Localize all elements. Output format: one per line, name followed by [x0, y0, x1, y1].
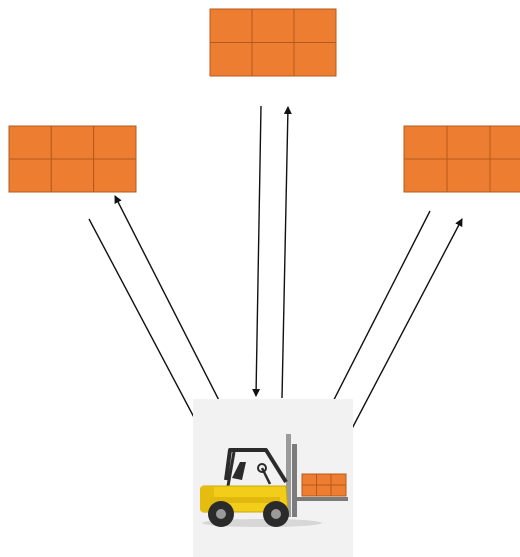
route-right-return-arrow [345, 218, 463, 441]
route-left-return-arrow [114, 195, 230, 421]
pallet-box-cell [293, 42, 337, 77]
carried-pallet [301, 473, 347, 497]
route-top-outbound-arrow [252, 105, 262, 397]
pallet-box-cell [8, 158, 52, 193]
route-left-outbound-arrow [88, 218, 207, 441]
pallet-box-cell [489, 125, 520, 160]
pallet-box-cell [446, 125, 491, 160]
pallet-box-cell [403, 125, 448, 160]
pallet-box-cell [93, 158, 137, 193]
route-left [88, 195, 230, 441]
pallet-box-cell [489, 158, 520, 193]
pallet-right [403, 125, 520, 193]
pallet-box-cell [293, 8, 337, 43]
route-right-outbound-arrow [316, 210, 431, 434]
forklift [193, 399, 353, 557]
pallet-box-cell [209, 42, 253, 77]
pallet-box-cell [209, 8, 253, 43]
route-top [252, 105, 292, 399]
pallet-left [8, 125, 137, 193]
pallet-box-cell [251, 8, 295, 43]
route-right [316, 210, 463, 441]
route-top-return-arrow [281, 106, 292, 399]
pallet-box-cell [251, 42, 295, 77]
pallet-box-cell [8, 125, 52, 160]
pallet-box-cell [446, 158, 491, 193]
pallet-box-cell [93, 125, 137, 160]
forklift-icon [200, 434, 348, 527]
pallet-box-cell [50, 125, 95, 160]
pallet-box-cell [403, 158, 448, 193]
pallet-top [209, 8, 337, 77]
pallet-box-cell [50, 158, 95, 193]
